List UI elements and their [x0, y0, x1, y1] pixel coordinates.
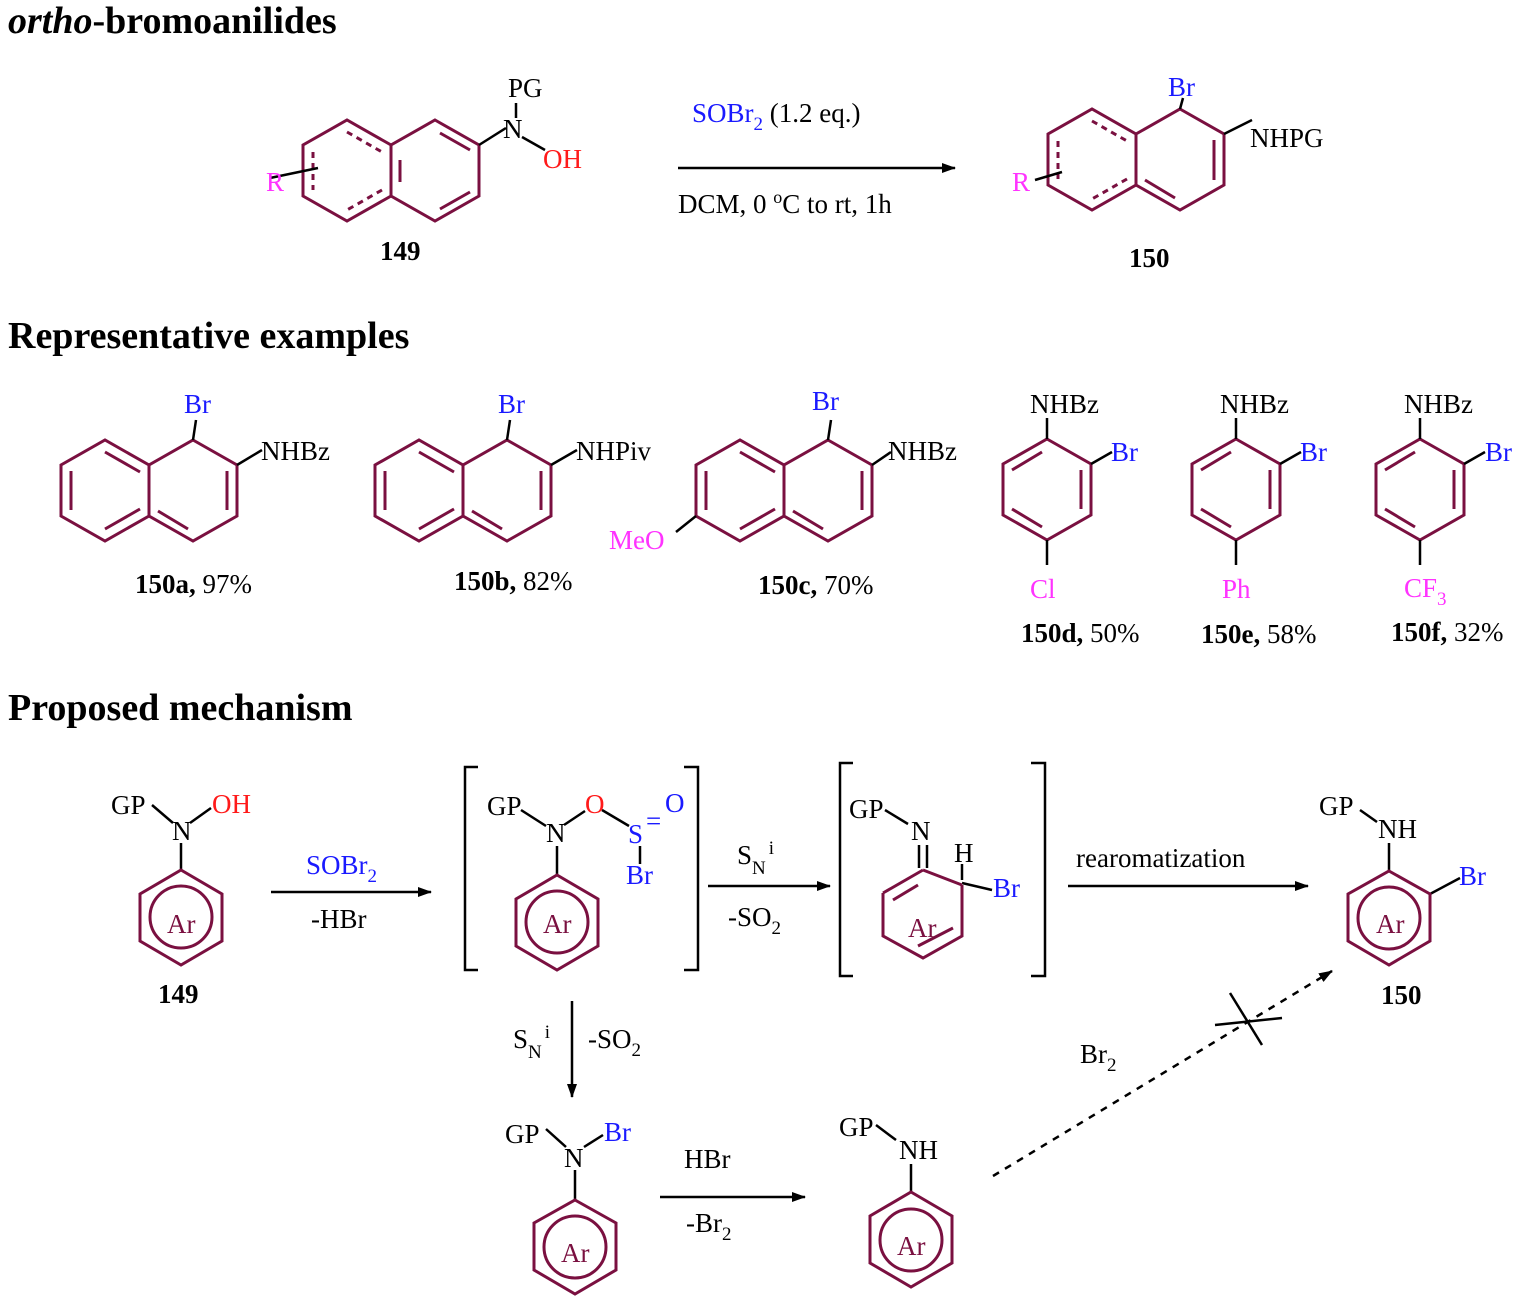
example-caption: 150b, 82% [454, 566, 573, 596]
hydroxyl-label: OH [212, 789, 251, 819]
nitrogen-label: N [172, 816, 192, 846]
mech-label-149: 149 [158, 979, 199, 1009]
example-caption: 150f, 32% [1391, 617, 1504, 647]
nitrogen-label: N [546, 818, 566, 848]
example-phenyl-label: Ph [1222, 574, 1251, 604]
br2-label: Br2 [1080, 1039, 1117, 1076]
step1-reagent: SOBr2 [306, 850, 377, 887]
example-caption: 150e, 58% [1201, 619, 1316, 649]
nitrogen-label: N [503, 114, 523, 144]
example-150f: NHBz Br CF3 150f, 32% [1374, 389, 1512, 647]
example-caption: 150d, 50% [1021, 618, 1140, 648]
example-150d: NHBz Br Cl 150d, 50% [1001, 389, 1140, 648]
sulfur-label: S [628, 819, 643, 849]
gp-label: GP [487, 791, 522, 821]
compound-label-150: 150 [1129, 243, 1170, 273]
mech-step3-arrow: rearomatization [1068, 843, 1309, 891]
gp-label: GP [505, 1119, 540, 1149]
mech-step1-arrow: SOBr2 -HBr [271, 850, 432, 934]
ar-label: Ar [897, 1231, 926, 1261]
hydroxyl-label: OH [543, 144, 582, 174]
down-byproduct: -SO2 [588, 1024, 641, 1061]
reagent-sobr2: SOBr2 (1.2 eq.) [692, 98, 860, 135]
down-sni-label: SNi [513, 1022, 550, 1063]
ar-label: Ar [561, 1238, 590, 1268]
product-br-label: Br [1168, 72, 1195, 102]
starting-material-149: PG N OH R 149 [266, 73, 582, 266]
main-reaction-arrow: SOBr2 (1.2 eq.) DCM, 0 oC to rt, 1h [678, 98, 956, 219]
mech-step2-arrow: SNi -SO2 [708, 838, 831, 939]
product-r-label: R [1012, 167, 1030, 197]
mech-label-150: 150 [1381, 980, 1422, 1010]
gp-label: GP [839, 1112, 874, 1142]
example-amide-label: NHBz [261, 436, 330, 466]
ar-label: Ar [908, 913, 937, 943]
mech-intermediate-cyclohexadienimine: GP N H Br Ar [838, 761, 1047, 978]
step2-byproduct: -SO2 [728, 902, 781, 939]
double-bond-label: = [646, 806, 661, 836]
example-br-label: Br [498, 389, 525, 419]
sulfinyl-br-label: Br [626, 860, 653, 890]
mech-hbr-arrow: HBr -Br2 [660, 1144, 806, 1245]
mech-free-amide: GP NH Ar [839, 1112, 954, 1289]
nhpg-label: NHPG [1250, 123, 1324, 153]
example-methoxy-label: MeO [609, 525, 665, 555]
oxygen-label: O [585, 789, 605, 819]
example-amide-label: NHBz [888, 436, 957, 466]
mech-intermediate-sulfinate: GP N O S = O Br Ar [463, 765, 700, 972]
example-br-label: Br [1300, 437, 1327, 467]
example-amide-label: NHBz [1030, 389, 1099, 419]
example-br-label: Br [1111, 437, 1138, 467]
example-amide-label: NHBz [1220, 389, 1289, 419]
nh-label: NH [899, 1135, 938, 1165]
ar-label: Ar [1376, 909, 1405, 939]
hbr-label: HBr [684, 1144, 731, 1174]
sulfinyl-oxygen-label: O [665, 788, 685, 818]
compound-label-149: 149 [380, 236, 421, 266]
example-150b: Br NHPiv 150b, 82% [373, 389, 652, 596]
mech-species-149: GP N OH Ar 149 [111, 789, 251, 1009]
example-chloro-label: Cl [1030, 574, 1056, 604]
nh-label: NH [1378, 814, 1417, 844]
gp-label: GP [849, 794, 884, 824]
br-label: Br [604, 1117, 631, 1147]
example-150c: Br NHBz MeO 150c, 70% [609, 386, 957, 600]
ar-label: Ar [543, 909, 572, 939]
hydrogen-label: H [954, 838, 974, 868]
example-150a: Br NHBz 150a, 97% [59, 389, 330, 599]
ar-label: Ar [167, 909, 196, 939]
mech-disfavored-arrow: Br2 [992, 969, 1333, 1178]
heading-proposed-mechanism: Proposed mechanism [8, 687, 352, 729]
title-ortho-bromoanilides: ortho-bromoanilides [8, 0, 337, 42]
example-amide-label: NHBz [1404, 389, 1473, 419]
br-label: Br [993, 873, 1020, 903]
step1-byproduct: -HBr [311, 904, 367, 934]
example-caption: 150c, 70% [758, 570, 873, 600]
example-caption: 150a, 97% [135, 569, 252, 599]
nitrogen-label: N [911, 816, 931, 846]
example-br-label: Br [184, 389, 211, 419]
mech-n-bromo-species: GP N Br Ar [505, 1117, 631, 1296]
step2-sni-label: SNi [737, 838, 774, 879]
example-br-label: Br [1485, 437, 1512, 467]
r-substituent-label: R [266, 167, 284, 197]
hbr-byproduct: -Br2 [686, 1208, 732, 1245]
gp-label: GP [111, 790, 146, 820]
example-amide-label: NHPiv [576, 436, 652, 466]
example-trifluoromethyl-label: CF3 [1404, 573, 1447, 610]
heading-representative-examples: Representative examples [8, 315, 409, 357]
gp-label: GP [1319, 791, 1354, 821]
mech-product-150: GP NH Br Ar 150 [1319, 791, 1486, 1010]
br-label: Br [1459, 861, 1486, 891]
example-br-label: Br [812, 386, 839, 416]
pg-label: PG [508, 73, 543, 103]
product-150: Br NHPG R 150 [1012, 72, 1324, 273]
step3-label: rearomatization [1076, 843, 1246, 873]
mech-down-arrow: SNi -SO2 [513, 1001, 641, 1098]
example-150e: NHBz Br Ph 150e, 58% [1190, 389, 1327, 649]
nitrogen-label: N [564, 1143, 584, 1173]
reaction-conditions: DCM, 0 oC to rt, 1h [678, 187, 892, 219]
